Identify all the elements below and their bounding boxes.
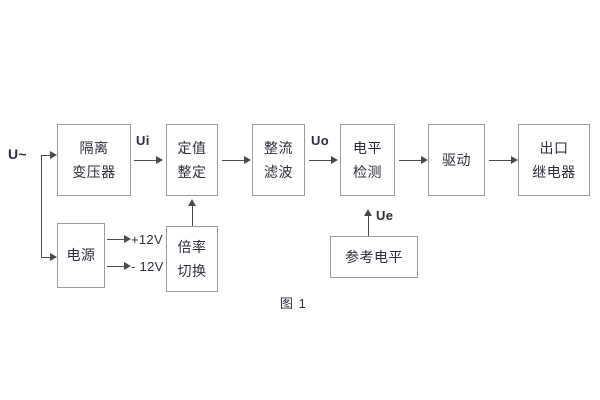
arrowhead-setting-to-rectifier xyxy=(244,156,251,164)
signal-label-ui: Ui xyxy=(136,133,150,148)
block-reference-level-line1: 参考电平 xyxy=(345,248,403,265)
figure-caption: 图 1 xyxy=(280,296,307,311)
block-ratio-switch-line1: 倍率 xyxy=(177,238,207,255)
block-rectifier-filter-line2: 滤波 xyxy=(264,164,293,180)
arrowhead-driver-to-relay xyxy=(511,156,518,164)
block-level-detection[interactable]: 电平 检测 xyxy=(340,124,395,196)
arrowhead-rail-negative xyxy=(124,262,131,270)
arrowhead-input-to-power-supply xyxy=(50,253,57,261)
wire-input-trunk xyxy=(41,155,42,257)
arrowhead-rectifier-to-level xyxy=(331,156,338,164)
block-power-supply[interactable]: 电源 xyxy=(57,223,105,288)
arrowhead-isolation-to-setting xyxy=(156,156,163,164)
rail-label-negative: - 12V xyxy=(131,259,164,274)
rail-label-positive: +12V xyxy=(131,232,163,247)
wire-rectifier-to-level xyxy=(309,160,331,161)
block-isolation-transformer[interactable]: 隔离 变压器 xyxy=(57,124,131,196)
wire-setting-to-rectifier xyxy=(222,160,244,161)
block-setting-value-line2: 整定 xyxy=(177,164,207,180)
block-output-relay[interactable]: 出口 继电器 xyxy=(518,124,590,196)
block-setting-value[interactable]: 定值 整定 xyxy=(166,124,218,196)
block-output-relay-line2: 继电器 xyxy=(532,164,576,180)
wire-rail-positive xyxy=(107,239,124,240)
wire-level-to-driver xyxy=(399,160,421,161)
block-ratio-switch-line2: 切换 xyxy=(177,263,207,279)
arrowhead-input-to-isolation xyxy=(50,151,57,159)
block-ratio-switch[interactable]: 倍率 切换 xyxy=(166,226,218,292)
block-rectifier-filter-line1: 整流 xyxy=(264,139,293,156)
wire-driver-to-relay xyxy=(489,160,511,161)
input-signal-label: U~ xyxy=(8,146,27,162)
block-driver[interactable]: 驱动 xyxy=(428,124,485,196)
block-setting-value-line1: 定值 xyxy=(177,139,207,156)
signal-label-uo: Uo xyxy=(311,133,329,148)
arrowhead-level-to-driver xyxy=(421,156,428,164)
block-power-supply-line1: 电源 xyxy=(66,247,96,264)
block-driver-line1: 驱动 xyxy=(442,151,471,168)
signal-label-ue: Ue xyxy=(376,208,394,223)
wire-isolation-to-setting xyxy=(134,160,156,161)
arrowhead-reference-to-level xyxy=(364,209,372,216)
block-reference-level[interactable]: 参考电平 xyxy=(330,236,418,278)
block-isolation-transformer-line2: 变压器 xyxy=(72,164,116,180)
block-isolation-transformer-line1: 隔离 xyxy=(79,139,109,156)
wire-input-to-power-supply xyxy=(41,257,50,258)
block-rectifier-filter[interactable]: 整流 滤波 xyxy=(252,124,305,196)
wire-ratio-to-setting xyxy=(192,206,193,226)
wire-input-to-isolation xyxy=(41,155,50,156)
wire-reference-to-level xyxy=(368,216,369,236)
block-level-detection-line2: 检测 xyxy=(353,164,382,180)
block-level-detection-line1: 电平 xyxy=(353,139,382,156)
arrowhead-rail-positive xyxy=(124,235,131,243)
block-output-relay-line1: 出口 xyxy=(539,139,569,156)
wire-rail-negative xyxy=(107,266,124,267)
arrowhead-ratio-to-setting xyxy=(188,199,196,206)
